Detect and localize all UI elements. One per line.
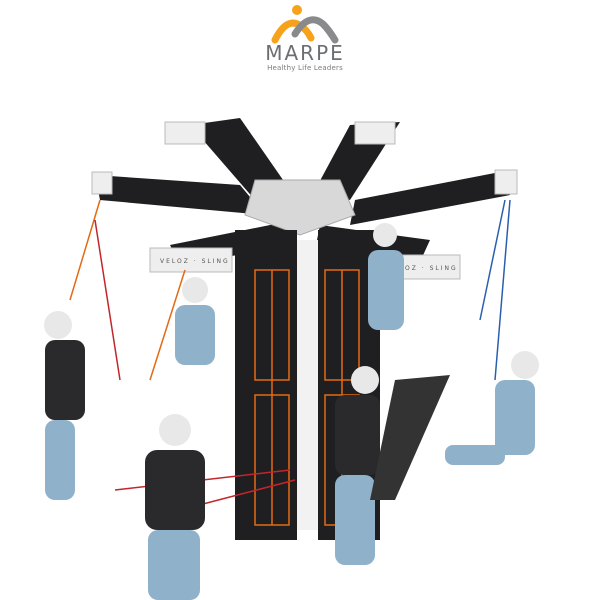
treadmill bbox=[370, 375, 450, 500]
brand-logo: MARPE Healthy Life Leaders bbox=[250, 4, 360, 84]
people bbox=[44, 223, 539, 600]
person-seated-left bbox=[175, 277, 215, 365]
arm-label-left: VELOZ · SLING bbox=[160, 258, 230, 265]
person-center bbox=[335, 366, 380, 565]
brand-tagline: Healthy Life Leaders bbox=[267, 64, 343, 72]
person-back-right bbox=[368, 223, 404, 330]
sling-panels: VELOZ · SLING VELOZ · SLING bbox=[91, 121, 518, 280]
marpe-logo-icon bbox=[271, 5, 339, 44]
person-front bbox=[145, 414, 205, 600]
brand-name: MARPE bbox=[265, 41, 345, 65]
person-seated-right bbox=[445, 351, 539, 465]
arm-label-right: VELOZ · SLING bbox=[388, 265, 458, 272]
person-left bbox=[44, 311, 85, 500]
